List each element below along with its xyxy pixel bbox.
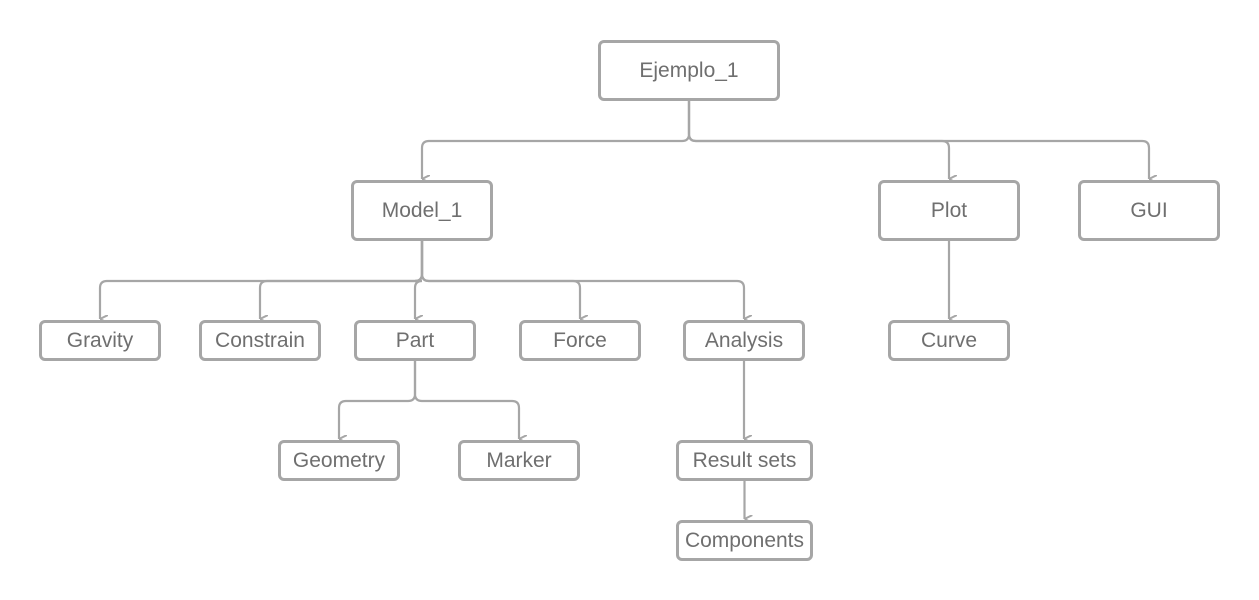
node-part-label: Part	[395, 328, 435, 352]
node-constrain-label: Constrain	[215, 328, 305, 352]
node-result-sets-label: Result sets	[692, 448, 797, 472]
connector-ejemplo-to-gui	[687, 101, 1149, 179]
node-gravity[interactable]: Gravity	[39, 320, 161, 361]
node-model-1-label: Model_1	[381, 198, 463, 222]
node-force-label: Force	[553, 328, 607, 352]
node-components[interactable]: Components	[676, 520, 813, 561]
node-marker[interactable]: Marker	[458, 440, 580, 481]
node-geometry[interactable]: Geometry	[278, 440, 400, 481]
node-ejemplo-1[interactable]: Ejemplo_1	[598, 40, 780, 101]
connector-model-to-constrain	[258, 241, 424, 319]
node-marker-label: Marker	[486, 448, 552, 472]
connector-part-to-geometry	[337, 361, 417, 439]
node-model-1[interactable]: Model_1	[351, 180, 493, 241]
node-curve-label: Curve	[920, 328, 978, 352]
node-gravity-label: Gravity	[66, 328, 134, 352]
node-constrain[interactable]: Constrain	[199, 320, 321, 361]
node-force[interactable]: Force	[519, 320, 641, 361]
node-plot[interactable]: Plot	[878, 180, 1020, 241]
connector-ejemplo-to-model	[420, 101, 691, 179]
node-analysis[interactable]: Analysis	[683, 320, 805, 361]
node-geometry-label: Geometry	[292, 448, 386, 472]
node-part[interactable]: Part	[354, 320, 476, 361]
connector-part-to-marker	[413, 361, 519, 439]
node-components-label: Components	[684, 528, 805, 552]
node-gui-label: GUI	[1130, 198, 1168, 222]
node-analysis-label: Analysis	[704, 328, 784, 352]
node-ejemplo-1-label: Ejemplo_1	[639, 58, 739, 82]
node-curve[interactable]: Curve	[888, 320, 1010, 361]
node-result-sets[interactable]: Result sets	[676, 440, 813, 481]
node-gui[interactable]: GUI	[1078, 180, 1220, 241]
node-plot-label: Plot	[930, 198, 968, 222]
connector-model-to-analysis	[420, 241, 744, 319]
